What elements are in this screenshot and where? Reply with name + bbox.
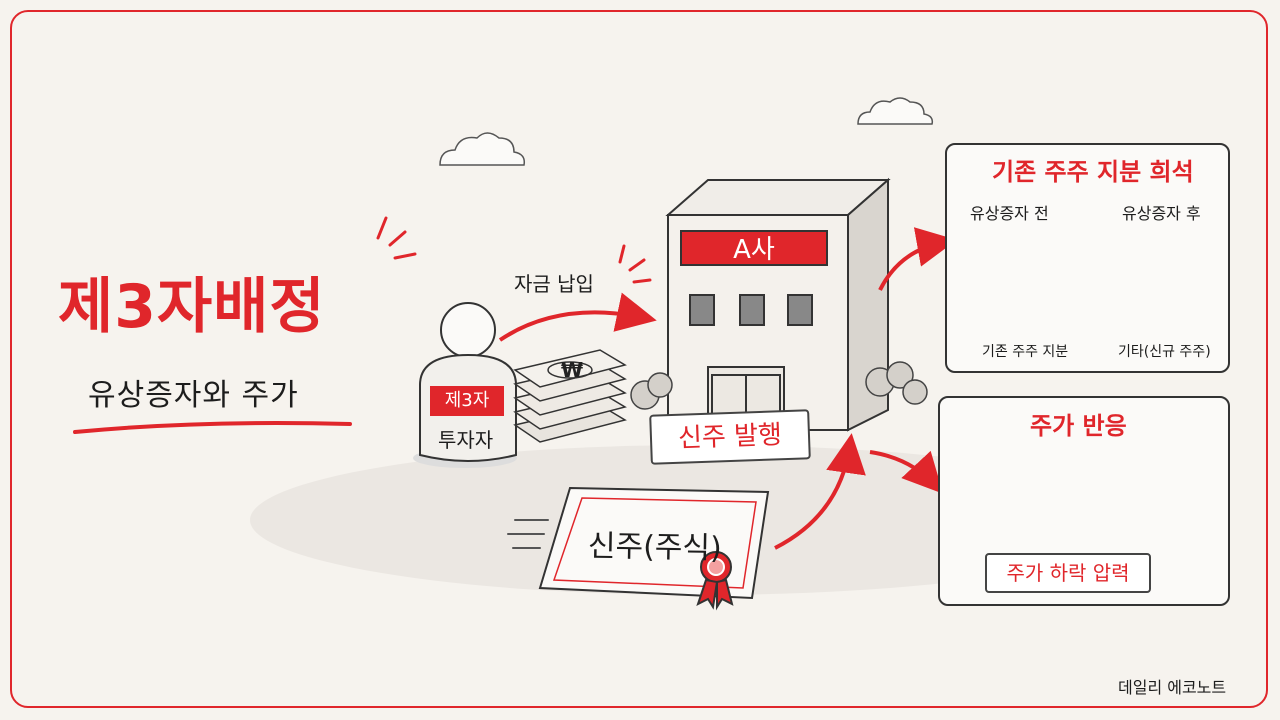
company-name-sign: A사 [680, 230, 828, 266]
emphasis-strokes-company [618, 244, 652, 284]
investor-figure [413, 302, 517, 468]
funding-arrow [498, 292, 657, 342]
title-underline [73, 421, 352, 434]
footer-brand: 데일리 에코노트 [1118, 678, 1227, 697]
price-arrow [869, 450, 944, 494]
money-stack-icon: ₩ [513, 349, 627, 443]
price-panel-title: 주가 반응 [1030, 412, 1127, 440]
emphasis-strokes-left [376, 216, 417, 260]
certificate-text: 신주(주식) [587, 528, 723, 567]
dilution-panel [945, 143, 1230, 373]
issuance-arrow [774, 433, 866, 550]
subtitle: 유상증자와 주가 [88, 378, 299, 413]
legend-existing-label: 기존 주주 지분 [982, 344, 1069, 360]
new-share-issue-tag: 신주 발행 [649, 409, 811, 465]
investor-label: 투자자 [438, 428, 494, 452]
investor-badge: 제3자 [430, 386, 504, 416]
cloud-icon-left [439, 132, 526, 166]
motion-lines [507, 519, 549, 549]
after-label: 유상증자 후 [1122, 204, 1201, 223]
dilution-panel-title: 기존 주주 지분 희석 [992, 158, 1194, 186]
before-label: 유상증자 전 [970, 204, 1049, 223]
funding-label: 자금 납입 [514, 272, 594, 296]
stock-certificate [538, 486, 770, 611]
legend-other-label: 기타(신규 주주) [1118, 344, 1211, 360]
cloud-icon-right [857, 97, 934, 125]
border-frame [10, 10, 1268, 708]
dilution-arrow [878, 227, 957, 291]
main-title: 제3자배정 [58, 272, 326, 342]
svg-text:₩: ₩ [561, 358, 583, 382]
bush-icon [630, 361, 928, 410]
price-annotation: 주가 하락 압력 [985, 553, 1151, 593]
company-building [665, 177, 891, 432]
